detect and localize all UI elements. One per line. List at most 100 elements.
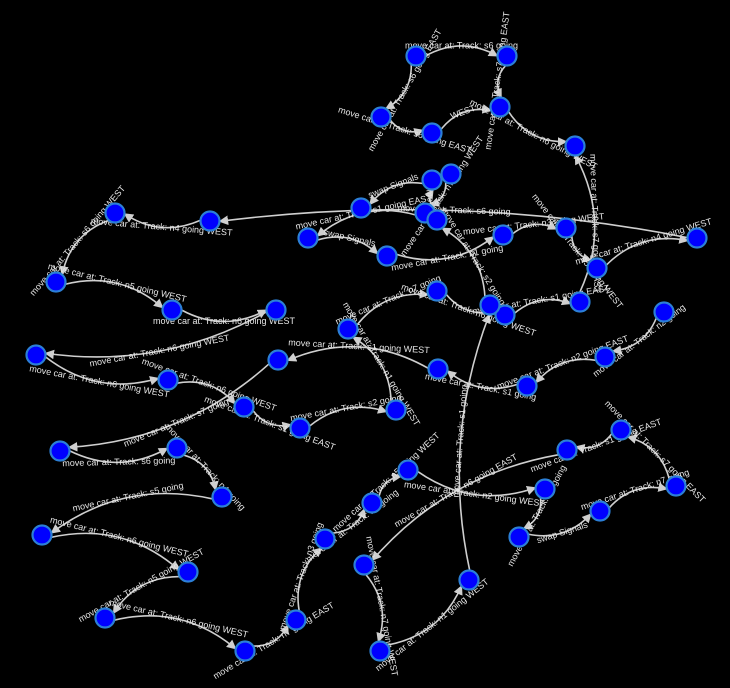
- state-node-circle[interactable]: [555, 217, 577, 239]
- state-node[interactable]: [314, 528, 336, 550]
- state-node[interactable]: [104, 202, 126, 224]
- state-node[interactable]: [285, 609, 307, 631]
- state-node[interactable]: [508, 526, 530, 548]
- state-node-circle[interactable]: [564, 135, 586, 157]
- state-node-circle[interactable]: [610, 419, 632, 441]
- state-node-circle[interactable]: [489, 96, 511, 118]
- state-node[interactable]: [421, 122, 443, 144]
- state-node-circle[interactable]: [458, 569, 480, 591]
- state-node-circle[interactable]: [556, 439, 578, 461]
- state-node-circle[interactable]: [586, 257, 608, 279]
- state-node[interactable]: [534, 478, 556, 500]
- state-node-circle[interactable]: [569, 291, 591, 313]
- state-node-circle[interactable]: [370, 106, 392, 128]
- state-node-circle[interactable]: [211, 486, 233, 508]
- state-node-circle[interactable]: [440, 163, 462, 185]
- state-node[interactable]: [426, 209, 448, 231]
- state-node[interactable]: [564, 135, 586, 157]
- state-node[interactable]: [376, 245, 398, 267]
- state-node[interactable]: [555, 217, 577, 239]
- state-node[interactable]: [686, 227, 708, 249]
- state-node[interactable]: [297, 227, 319, 249]
- state-node-circle[interactable]: [297, 227, 319, 249]
- state-node[interactable]: [665, 475, 687, 497]
- state-node[interactable]: [25, 344, 47, 366]
- state-node-circle[interactable]: [405, 45, 427, 67]
- state-node[interactable]: [233, 396, 255, 418]
- state-node[interactable]: [211, 486, 233, 508]
- state-node[interactable]: [337, 318, 359, 340]
- state-node-circle[interactable]: [516, 375, 538, 397]
- state-node[interactable]: [586, 257, 608, 279]
- state-node-circle[interactable]: [427, 358, 449, 380]
- state-node[interactable]: [440, 163, 462, 185]
- state-node-circle[interactable]: [350, 197, 372, 219]
- state-node-circle[interactable]: [161, 299, 183, 321]
- state-node-circle[interactable]: [369, 640, 391, 662]
- state-node-circle[interactable]: [361, 492, 383, 514]
- state-node-circle[interactable]: [265, 299, 287, 321]
- state-node-circle[interactable]: [653, 301, 675, 323]
- state-node-circle[interactable]: [686, 227, 708, 249]
- state-node[interactable]: [267, 349, 289, 371]
- state-node-circle[interactable]: [285, 609, 307, 631]
- state-node-circle[interactable]: [166, 437, 188, 459]
- state-node-circle[interactable]: [496, 45, 518, 67]
- state-node[interactable]: [94, 607, 116, 629]
- state-node-circle[interactable]: [177, 561, 199, 583]
- state-node-circle[interactable]: [94, 607, 116, 629]
- state-node-circle[interactable]: [594, 346, 616, 368]
- state-node[interactable]: [610, 419, 632, 441]
- state-node-circle[interactable]: [385, 399, 407, 421]
- state-node[interactable]: [516, 375, 538, 397]
- state-node-circle[interactable]: [492, 224, 514, 246]
- state-node[interactable]: [353, 554, 375, 576]
- state-node[interactable]: [427, 358, 449, 380]
- state-node[interactable]: [653, 301, 675, 323]
- state-node-circle[interactable]: [508, 526, 530, 548]
- state-node-circle[interactable]: [45, 271, 67, 293]
- state-node-circle[interactable]: [397, 459, 419, 481]
- state-node-circle[interactable]: [233, 396, 255, 418]
- state-node-circle[interactable]: [494, 304, 516, 326]
- state-node-circle[interactable]: [421, 169, 443, 191]
- state-node[interactable]: [489, 96, 511, 118]
- state-node-circle[interactable]: [199, 210, 221, 232]
- state-node[interactable]: [494, 304, 516, 326]
- state-node-circle[interactable]: [665, 475, 687, 497]
- state-node[interactable]: [199, 210, 221, 232]
- state-node-circle[interactable]: [353, 554, 375, 576]
- state-node[interactable]: [157, 369, 179, 391]
- state-node-circle[interactable]: [534, 478, 556, 500]
- state-node-circle[interactable]: [314, 528, 336, 550]
- state-node[interactable]: [421, 169, 443, 191]
- state-node[interactable]: [496, 45, 518, 67]
- state-node[interactable]: [594, 346, 616, 368]
- state-node[interactable]: [45, 271, 67, 293]
- state-node[interactable]: [234, 640, 256, 662]
- state-node-circle[interactable]: [589, 500, 611, 522]
- state-node-circle[interactable]: [426, 280, 448, 302]
- state-node[interactable]: [49, 440, 71, 462]
- state-node[interactable]: [589, 500, 611, 522]
- state-node-circle[interactable]: [426, 209, 448, 231]
- state-node[interactable]: [405, 45, 427, 67]
- state-node[interactable]: [385, 399, 407, 421]
- state-node-circle[interactable]: [479, 294, 501, 316]
- state-node-circle[interactable]: [267, 349, 289, 371]
- state-node[interactable]: [492, 224, 514, 246]
- state-node[interactable]: [569, 291, 591, 313]
- state-node[interactable]: [369, 640, 391, 662]
- state-node-circle[interactable]: [289, 417, 311, 439]
- state-node[interactable]: [361, 492, 383, 514]
- state-node[interactable]: [166, 437, 188, 459]
- state-node[interactable]: [31, 524, 53, 546]
- state-node[interactable]: [289, 417, 311, 439]
- state-node[interactable]: [397, 459, 419, 481]
- state-node-circle[interactable]: [337, 318, 359, 340]
- state-node[interactable]: [161, 299, 183, 321]
- state-node[interactable]: [350, 197, 372, 219]
- state-node-circle[interactable]: [25, 344, 47, 366]
- state-node[interactable]: [479, 294, 501, 316]
- state-node[interactable]: [458, 569, 480, 591]
